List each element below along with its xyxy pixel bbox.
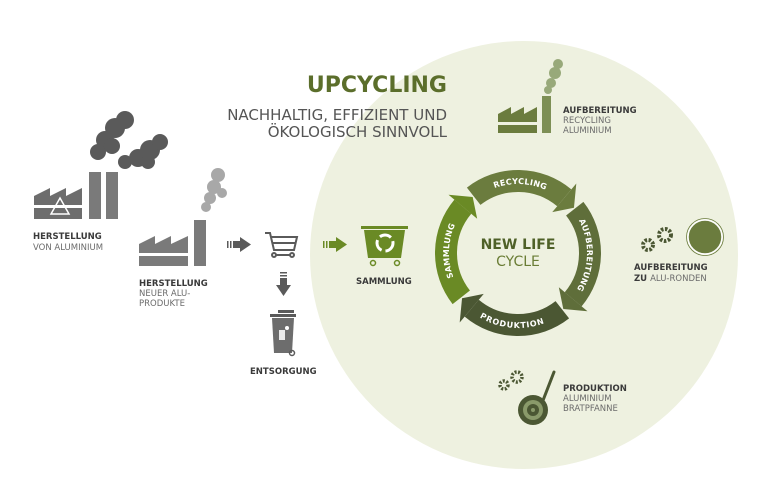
segment-sammlung: SAMMLUNG	[435, 194, 478, 305]
label-herstellung-aluminium: VON ALUMINIUM	[33, 243, 103, 253]
ring-arc	[466, 170, 572, 207]
frying-pan-icon	[498, 370, 556, 425]
label-herstellung-produkte-1: NEUER ALU-	[139, 289, 190, 299]
label-produktion-bold: PRODUKTION	[563, 384, 627, 394]
factory-green-icon	[498, 59, 563, 133]
subtitle-line-1: NACHHALTIG, EFFIZIENT UND	[227, 106, 447, 124]
shopping-cart-icon	[265, 232, 299, 258]
gears-disc-icon	[641, 218, 724, 256]
ring-arc	[564, 201, 601, 307]
subtitle-line-2: ÖKOLOGISCH SINNVOLL	[268, 122, 448, 141]
factory-power-icon	[34, 111, 168, 219]
label-sammlung: SAMMLUNG	[356, 277, 412, 287]
label-alu-ronden: ALU-RONDEN	[650, 274, 707, 284]
arrowhead-icon	[459, 293, 484, 323]
arrowhead-icon	[558, 287, 588, 312]
label-aufbereitung-ronden-bold: AUFBEREITUNG	[634, 263, 708, 273]
trash-bin-icon	[270, 310, 296, 357]
ring-arc	[464, 299, 570, 336]
arrow-down-icon	[276, 272, 291, 296]
label-produktion-1: ALUMINIUM	[563, 394, 612, 404]
label-aufbereitung-recycling-bold: AUFBEREITUNG	[563, 106, 637, 116]
arrowhead-icon	[552, 183, 577, 213]
label-aufbereitung-recycling-2: ALUMINIUM	[563, 126, 612, 136]
arrow-right-icon	[227, 237, 251, 252]
label-herstellung-produkte-2: PRODUKTE	[139, 299, 185, 309]
ring-arc	[435, 199, 472, 305]
recycling-container-icon	[361, 226, 408, 267]
label-produktion-2: BRATPFANNE	[563, 404, 618, 414]
label-herstellung-aluminium-bold: HERSTELLUNG	[33, 232, 102, 242]
background-circle	[310, 41, 738, 469]
label-herstellung-produkte-bold: HERSTELLUNG	[139, 279, 208, 289]
arrowhead-icon	[448, 194, 478, 219]
segment-recycling: RECYCLING	[466, 170, 577, 213]
label-entsorgung: ENTSORGUNG	[250, 367, 317, 377]
label-zu: ZU	[634, 274, 647, 284]
label-aufbereitung-recycling-1: RECYCLING	[563, 116, 611, 126]
segment-aufbereitung: AUFBEREITUNG	[558, 201, 601, 312]
cycle-center-line-1: NEW LIFE	[481, 237, 556, 253]
arrow-right-green-icon	[323, 237, 347, 252]
title: UPCYCLING	[307, 73, 447, 98]
factory-icon	[139, 168, 227, 266]
cycle-center-line-2: CYCLE	[496, 254, 540, 270]
segment-produktion: PRODUKTION	[459, 293, 570, 336]
